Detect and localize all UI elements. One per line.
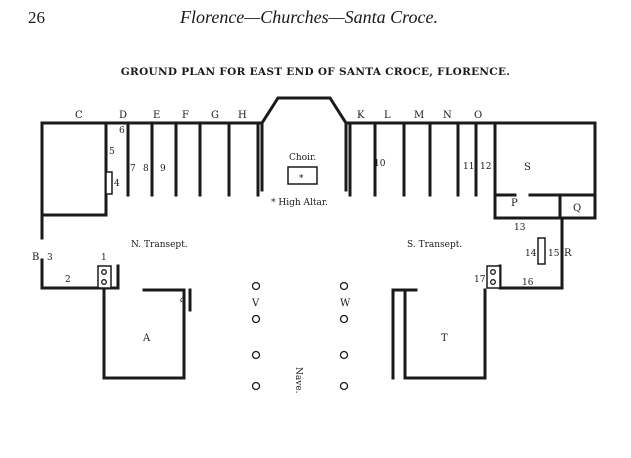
choir-stall-box — [287, 166, 318, 185]
number-3: 3 — [47, 253, 53, 263]
number-4: 4 — [114, 179, 120, 189]
letter-b: B — [32, 252, 39, 263]
letter-k: K — [357, 110, 365, 121]
number-11: 11 — [463, 162, 474, 172]
plan-features — [97, 166, 546, 289]
letter-t: T — [441, 333, 448, 344]
number-12: 12 — [480, 162, 491, 172]
number-6: 6 — [119, 126, 125, 136]
number-9: 9 — [160, 164, 166, 174]
letter-d: D — [119, 110, 127, 121]
nave-label: Nave. — [293, 367, 303, 394]
letter-w: W — [340, 298, 351, 309]
top-wall — [40, 96, 597, 125]
letter-v: V — [251, 298, 260, 309]
number-8: 8 — [143, 164, 149, 174]
plan-title: GROUND PLAN FOR EAST END OF SANTA CROCE,… — [120, 66, 511, 78]
column — [339, 314, 349, 324]
column — [490, 279, 496, 285]
monument-numbers: 1 2 3 4 5 6 7 8 9 10 11 12 13 14 15 16 1… — [47, 126, 560, 288]
north-transept-label: N. Transept. — [131, 240, 188, 250]
letter-q: Q — [573, 203, 581, 214]
letter-g: G — [211, 110, 219, 121]
choir-asterisk: * — [299, 174, 304, 184]
page-number: 26 — [28, 8, 45, 27]
letter-n: N — [443, 110, 452, 121]
number-1: 1 — [101, 253, 107, 263]
column — [101, 269, 107, 275]
letter-r: R — [564, 248, 572, 259]
letter-c: C — [75, 110, 83, 121]
tomb-14-15 — [537, 237, 546, 265]
letter-a: A — [142, 333, 151, 344]
number-15: 15 — [548, 249, 560, 259]
number-13: 13 — [514, 223, 526, 233]
letter-f: F — [182, 110, 189, 121]
column — [490, 269, 496, 275]
column — [251, 281, 261, 291]
number-7: 7 — [130, 164, 136, 174]
column — [251, 381, 261, 391]
running-head: Florence—Churches—Santa Croce. — [180, 7, 438, 27]
letter-h: H — [238, 110, 247, 121]
p-room-wall — [493, 193, 597, 220]
letter-e: E — [153, 110, 160, 121]
letter-o: O — [474, 110, 482, 121]
number-10: 10 — [374, 159, 386, 169]
chapel-t-wall — [403, 288, 487, 380]
number-2: 2 — [65, 275, 71, 285]
letter-p: P — [511, 198, 518, 209]
left-lower-wall — [40, 258, 120, 290]
number-16: 16 — [522, 278, 534, 288]
number-5: 5 — [109, 147, 115, 157]
column — [339, 350, 349, 360]
nave-columns — [101, 269, 496, 391]
column — [251, 314, 261, 324]
south-transept-label: S. Transept. — [407, 240, 462, 250]
number-17: 17 — [474, 275, 486, 285]
letter-m: M — [414, 110, 424, 121]
choir-label: Choir. — [289, 153, 316, 163]
column — [339, 281, 349, 291]
column — [339, 381, 349, 391]
letter-l: L — [384, 110, 391, 121]
plan-labels: Choir. * * High Altar. N. Transept. S. T… — [131, 153, 462, 394]
letter-s: S — [524, 162, 531, 173]
letter-a-small: a — [180, 295, 185, 305]
column — [101, 279, 107, 285]
column — [251, 350, 261, 360]
tomb-4 — [105, 171, 113, 195]
chapel-letters: C D E F G H K L M N O S P Q R B A T V W … — [32, 110, 581, 344]
number-14: 14 — [525, 249, 537, 259]
high-altar-label: * High Altar. — [271, 198, 328, 208]
plan-walls — [40, 96, 597, 380]
chapel-a-wall — [102, 288, 186, 380]
